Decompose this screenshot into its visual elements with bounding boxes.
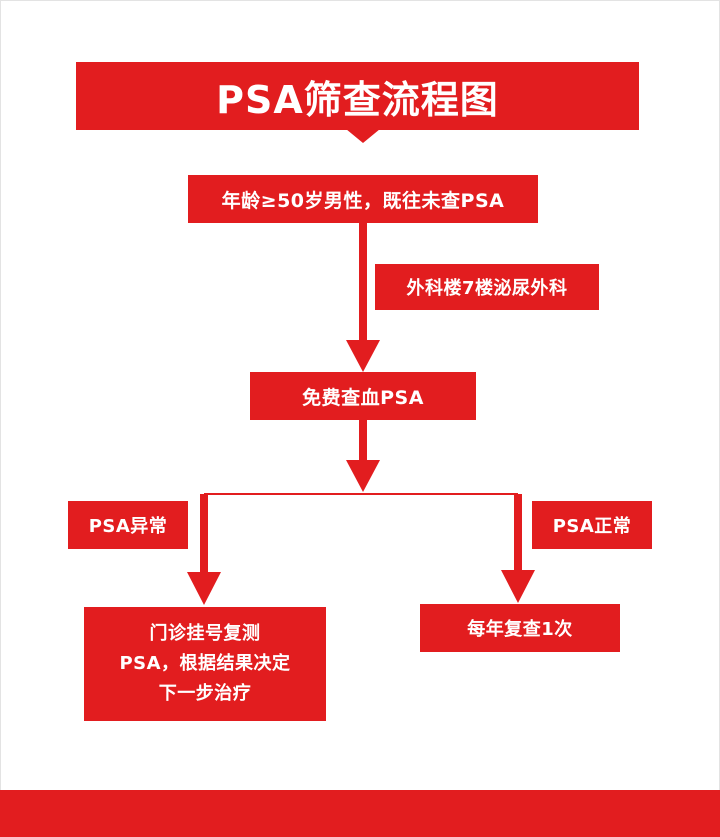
page-title: PSA筛查流程图 bbox=[216, 77, 499, 122]
node-retest-line-3: 下一步治疗 bbox=[158, 683, 252, 704]
node-outpatient-retest: 门诊挂号复测 PSA，根据结果决定 下一步治疗 bbox=[84, 607, 326, 721]
node-yearly-recheck: 每年复查1次 bbox=[420, 604, 620, 652]
node-start-label: 年龄≥50岁男性，既往未查PSA bbox=[221, 189, 505, 212]
title-banner: PSA筛查流程图 bbox=[76, 62, 639, 130]
connector-start-to-free-line bbox=[359, 223, 367, 345]
branch-left-vertical-line bbox=[200, 494, 208, 576]
branch-right-arrowhead bbox=[501, 570, 535, 603]
node-psa-normal: PSA正常 bbox=[532, 501, 652, 549]
branch-right-vertical-line bbox=[514, 494, 522, 574]
node-retest-line-2: PSA，根据结果决定 bbox=[119, 653, 291, 674]
title-banner-notch bbox=[346, 129, 380, 143]
node-department: 外科楼7楼泌尿外科 bbox=[375, 264, 599, 310]
connector-free-to-split-arrowhead bbox=[346, 460, 380, 492]
footer-bar bbox=[0, 790, 720, 837]
node-psa-normal-label: PSA正常 bbox=[552, 516, 632, 537]
node-psa-abnormal: PSA异常 bbox=[68, 501, 188, 549]
connector-start-to-free-arrowhead bbox=[346, 340, 380, 372]
node-free-psa-test-label: 免费查血PSA bbox=[302, 386, 424, 409]
node-psa-abnormal-label: PSA异常 bbox=[88, 516, 168, 537]
branch-left-arrowhead bbox=[187, 572, 221, 605]
node-department-label: 外科楼7楼泌尿外科 bbox=[406, 278, 568, 299]
node-free-psa-test: 免费查血PSA bbox=[250, 372, 476, 420]
node-start-criteria: 年龄≥50岁男性，既往未查PSA bbox=[188, 175, 538, 223]
node-yearly-recheck-label: 每年复查1次 bbox=[467, 619, 573, 640]
node-retest-line-1: 门诊挂号复测 bbox=[149, 623, 261, 644]
connector-free-to-split-line bbox=[359, 420, 367, 462]
